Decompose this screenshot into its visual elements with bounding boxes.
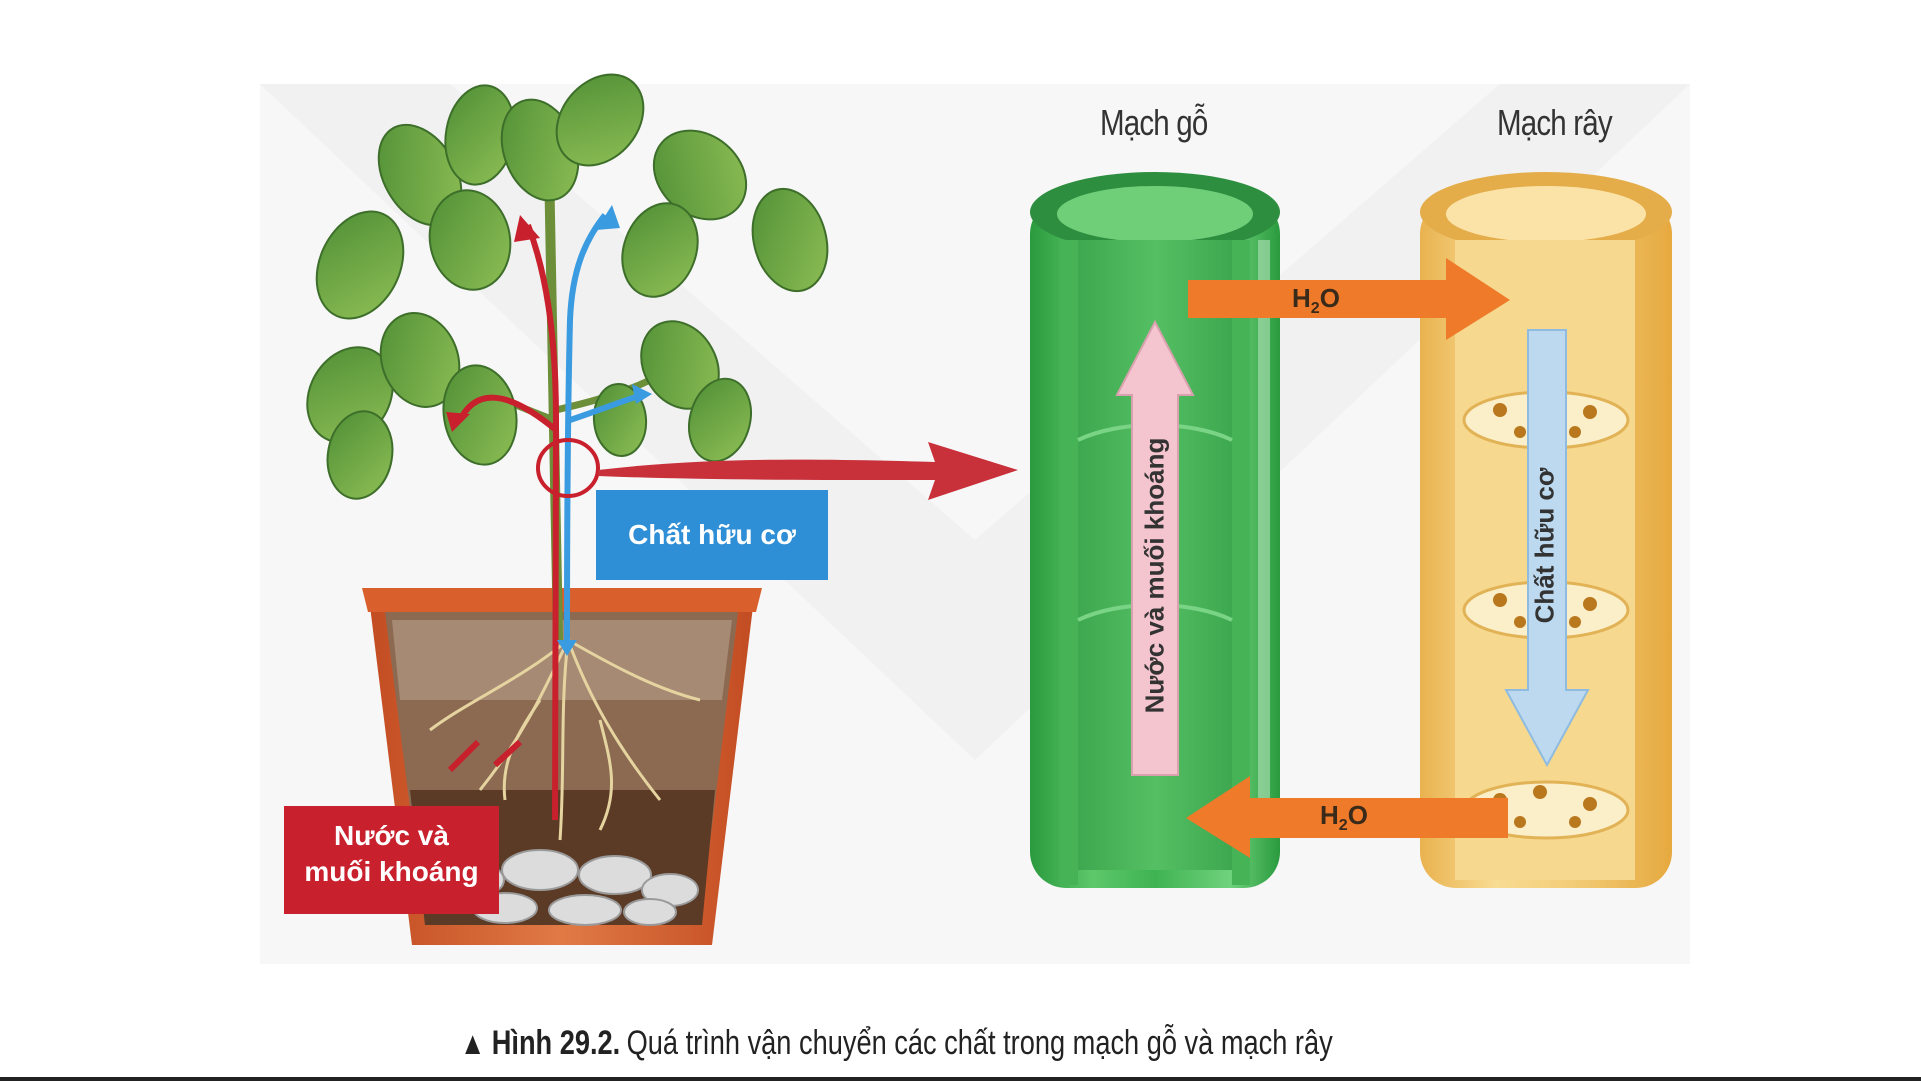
- phloem-flow-label: Chất hữu cơ: [1530, 441, 1561, 651]
- figure-caption: ▲Hình 29.2.Quá trình vận chuyển các chất…: [460, 1024, 1333, 1068]
- caption-triangle-icon: ▲: [460, 1025, 485, 1061]
- organic-matter-box: Chất hữu cơ: [596, 490, 828, 580]
- water-minerals-box: Nước và muối khoáng: [284, 806, 499, 914]
- phloem-title: Mạch rây: [1497, 102, 1612, 144]
- bottom-rule: [0, 1077, 1921, 1081]
- water-box-line2: muối khoáng: [284, 854, 499, 890]
- water-box-line1: Nước và: [284, 818, 499, 854]
- xylem-flow-label: Nước và muối khoáng: [1140, 426, 1171, 726]
- caption-text: Quá trình vận chuyển các chất trong mạch…: [627, 1024, 1333, 1062]
- organic-box-label: Chất hữu cơ: [628, 519, 796, 550]
- h2o-label-bottom: H2O: [1320, 800, 1368, 835]
- xylem-title: Mạch gỗ: [1100, 102, 1207, 144]
- caption-figure-number: Hình 29.2.: [492, 1024, 620, 1062]
- h2o-label-top: H2O: [1292, 283, 1340, 318]
